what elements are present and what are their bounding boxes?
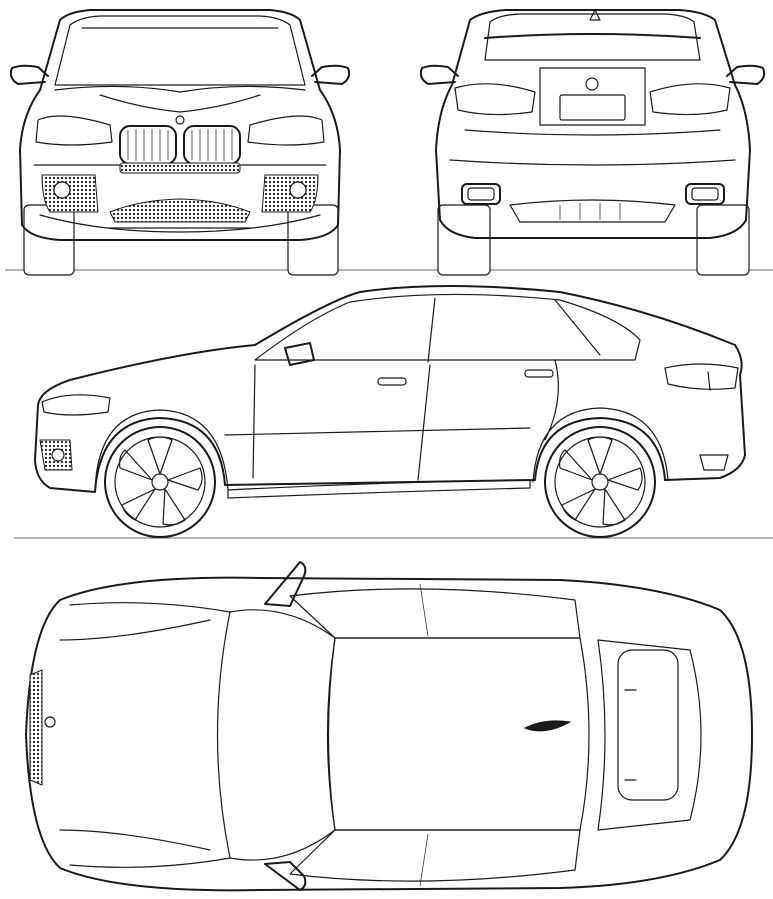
front-lower-grille [119,162,241,174]
side-front-wheel [104,426,216,538]
top-rear-window [597,639,702,831]
side-front-door-handle [377,377,407,386]
front-left-fog-intake [41,174,99,213]
top-hood-badge [44,716,56,728]
side-front-wheel-arch [94,409,229,491]
side-mirror [284,342,315,366]
front-left-mirror [9,64,49,85]
front-right-fog-intake [261,174,319,213]
rear-view [370,9,773,276]
rear-spoiler [484,33,701,39]
rear-right-tyre [696,204,750,276]
rear-right-exhaust [685,183,725,205]
rear-left-taillight [454,83,536,116]
front-left-headlight [35,115,113,146]
side-rear-door-handle [524,369,554,378]
front-body-outline [19,9,341,241]
side-view [14,285,773,539]
rear-window [484,13,701,61]
side-window-frame [254,293,641,361]
top-view [25,561,753,892]
front-badge [175,115,185,125]
side-fog-light [51,448,65,462]
front-right-fog-light [289,181,307,199]
top-windshield [216,609,336,861]
front-right-headlight [247,115,325,146]
front-right-mirror [311,64,351,85]
rear-left-exhaust [461,183,501,205]
front-center-intake [109,198,251,223]
rear-body-outline [435,9,751,239]
rear-badge [585,77,599,91]
side-headlight [41,394,111,416]
top-roof [327,637,590,831]
top-rear-glass-inner [617,649,679,801]
top-front-grille [29,669,43,786]
rear-license-plate [559,94,626,121]
front-left-fog-light [53,181,71,199]
front-windshield [54,15,306,86]
side-body-outline [34,285,746,493]
side-sill [227,479,531,499]
top-left-side-windows [289,588,581,639]
side-rear-reflector [699,454,729,471]
rear-right-taillight [649,83,731,116]
rear-right-mirror [726,64,766,85]
top-shark-fin [523,720,572,732]
side-front-door [252,364,431,481]
grille-slats [127,129,233,161]
side-taillight [664,363,739,390]
side-rear-wheel [544,426,656,538]
top-left-mirror [264,561,307,607]
top-right-side-windows [289,829,581,882]
rear-left-mirror [419,64,459,85]
front-view [5,9,370,276]
rear-diffuser [509,199,676,223]
rear-left-tyre [437,204,491,276]
side-rear-wheel-arch [532,407,669,483]
top-right-mirror [264,861,307,891]
side-b-pillar [427,297,436,363]
top-body-outline [25,576,753,892]
